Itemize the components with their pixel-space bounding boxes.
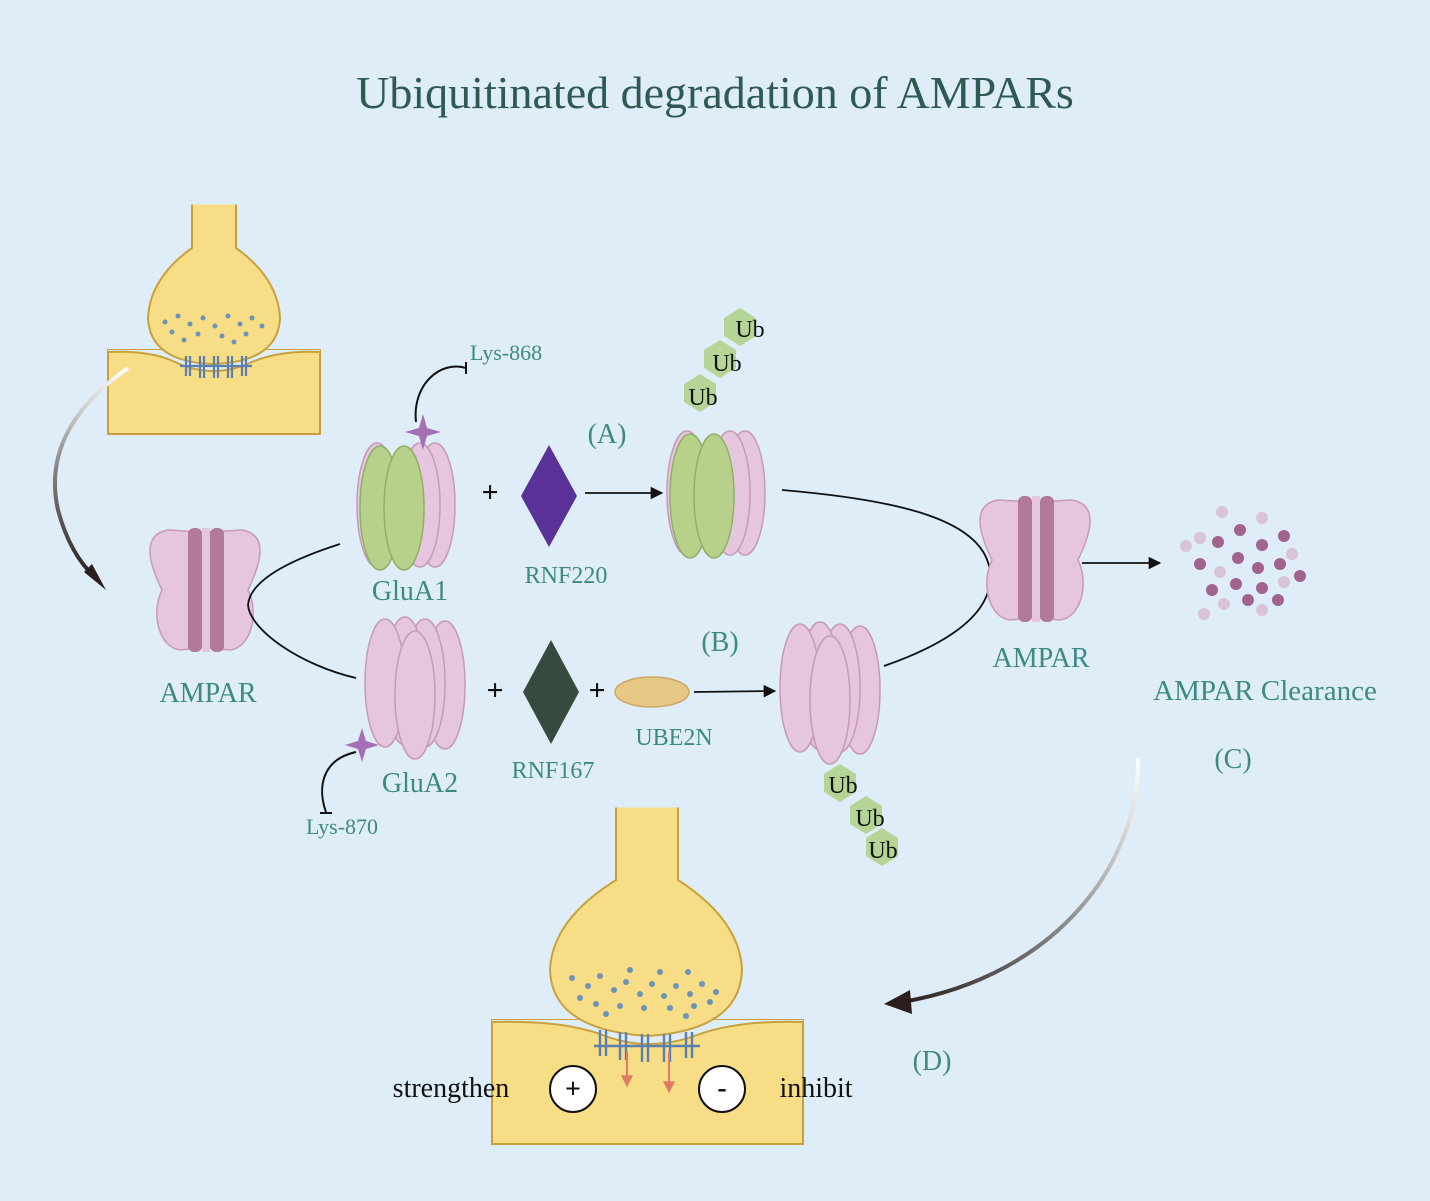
branch-line bbox=[247, 543, 357, 679]
step-b-label: (B) bbox=[701, 627, 738, 658]
rnf220-diamond bbox=[521, 445, 577, 547]
step-d-label: (D) bbox=[913, 1046, 952, 1077]
glua2-receptor bbox=[364, 616, 466, 760]
minus-circle bbox=[698, 1065, 746, 1113]
clearance-dots bbox=[1180, 506, 1306, 620]
lys870-pointer bbox=[321, 751, 357, 813]
arrow-b bbox=[693, 684, 777, 698]
arrow-clearance-to-synapse bbox=[901, 757, 1141, 1004]
arrowhead-right bbox=[884, 990, 912, 1014]
rnf167-label: RNF167 bbox=[512, 758, 595, 784]
clearance-label: AMPAR Clearance bbox=[1153, 675, 1377, 707]
lys868-pointer bbox=[414, 365, 467, 423]
step-a-label: (A) bbox=[588, 419, 627, 450]
plus-circle bbox=[549, 1065, 597, 1113]
ub-bottom-3: Ub bbox=[868, 838, 897, 864]
glua1-receptor bbox=[356, 442, 456, 571]
ub-top-2: Ub bbox=[712, 351, 741, 377]
ubiquitinated-glua2 bbox=[779, 621, 881, 765]
glua2-label: GluA2 bbox=[382, 768, 458, 799]
ube2n-label: UBE2N bbox=[635, 725, 712, 751]
converge-line bbox=[781, 489, 991, 667]
ampar-left-label: AMPAR bbox=[159, 678, 256, 709]
glua1-label: GluA1 bbox=[372, 576, 448, 607]
lys870-label: Lys-870 bbox=[306, 814, 378, 839]
lys868-label: Lys-868 bbox=[470, 340, 542, 365]
arrowhead-left bbox=[84, 564, 106, 590]
arrow-synapse-to-ampar bbox=[53, 366, 130, 580]
ampar-right-label: AMPAR bbox=[992, 643, 1089, 674]
ub-top-1: Ub bbox=[735, 317, 764, 343]
ub-chain-top bbox=[684, 308, 756, 412]
plus-sign-3: + bbox=[588, 674, 605, 707]
ubiquitinated-glua1 bbox=[666, 430, 766, 559]
synapse-top-left bbox=[107, 201, 321, 435]
ampar-right-receptor bbox=[979, 496, 1091, 622]
strengthen-label: strengthen bbox=[393, 1073, 510, 1104]
plus-sign-1: + bbox=[481, 476, 498, 509]
rnf220-label: RNF220 bbox=[525, 563, 608, 589]
inhibit-label: inhibit bbox=[779, 1073, 852, 1104]
page-title: Ubiquitinated degradation of AMPARs bbox=[356, 67, 1074, 118]
ube2n-ellipse bbox=[614, 676, 690, 708]
minus-circle-symbol: - bbox=[717, 1073, 726, 1104]
synapse-bottom bbox=[491, 804, 804, 1145]
ub-top-3: Ub bbox=[688, 385, 717, 411]
lys868-star bbox=[405, 414, 441, 450]
ub-bottom-2: Ub bbox=[855, 806, 884, 832]
lys870-star bbox=[345, 728, 379, 762]
plus-circle-symbol: + bbox=[565, 1074, 581, 1105]
ub-bottom-1: Ub bbox=[828, 773, 857, 799]
ampar-left-receptor bbox=[149, 528, 261, 652]
ub-chain-bottom bbox=[824, 764, 898, 866]
rnf167-diamond bbox=[523, 640, 579, 744]
plus-sign-2: + bbox=[486, 674, 503, 707]
step-c-label: (C) bbox=[1214, 744, 1251, 775]
